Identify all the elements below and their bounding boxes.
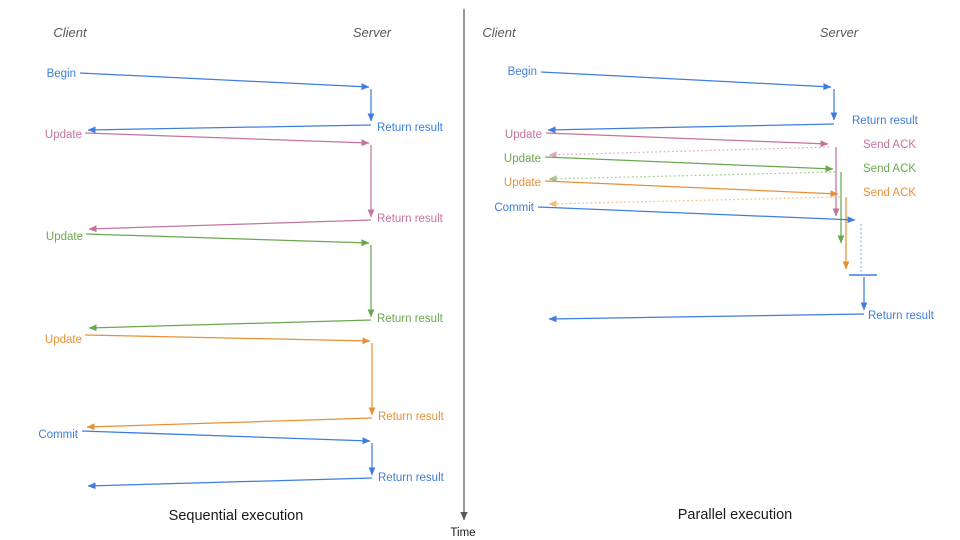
seq-update1-label: Update	[45, 129, 82, 141]
seq-commit-request-line	[81, 430, 371, 445]
parallel-caption: Parallel execution	[678, 507, 792, 523]
par-begin-label: Begin	[508, 66, 537, 78]
seq-update1-return-line	[88, 219, 372, 233]
par-update3-label: Update	[504, 177, 541, 189]
par-begin-return-label: Return result	[852, 115, 919, 127]
seq-begin-label: Begin	[47, 68, 76, 80]
seq-client-header: Client	[53, 25, 88, 40]
par-commit-label: Commit	[494, 202, 534, 214]
par-update2-ack-label: Send ACK	[863, 163, 916, 175]
seq-update2-return-label: Return result	[377, 313, 444, 325]
seq-begin-return-label: Return result	[377, 122, 444, 134]
seq-server-header: Server	[353, 25, 392, 40]
par-begin-return-line	[547, 123, 835, 134]
seq-commit-label: Commit	[38, 429, 78, 441]
seq-begin-return-line	[87, 124, 372, 134]
par-update2-request-line	[544, 156, 834, 173]
par-update2-label: Update	[504, 153, 541, 165]
seq-update3-return-line	[86, 417, 373, 431]
time-axis-label: Time	[450, 527, 475, 539]
seq-begin-request-line	[79, 72, 370, 91]
seq-update3-request-line	[84, 334, 371, 345]
seq-update3-label: Update	[45, 334, 82, 346]
par-update3-ack-line	[548, 196, 841, 208]
par-commit-request-line	[537, 206, 856, 224]
seq-update2-return-line	[88, 319, 372, 332]
par-update1-ack-line	[548, 146, 830, 159]
par-server-header: Server	[820, 25, 859, 40]
par-begin-request-line	[540, 71, 832, 91]
sequential-caption: Sequential execution	[169, 508, 304, 524]
par-commit-return-label: Return result	[868, 310, 935, 322]
par-update1-ack-label: Send ACK	[863, 139, 916, 151]
seq-commit-return-label: Return result	[378, 472, 445, 484]
par-update3-request-line	[544, 180, 839, 198]
seq-update2-label: Update	[46, 231, 83, 243]
par-client-header: Client	[482, 25, 517, 40]
sequential-panel: Client Server Begin Return result Update…	[38, 25, 444, 524]
par-update3-ack-label: Send ACK	[863, 187, 916, 199]
seq-update1-request-line	[84, 132, 370, 147]
par-update2-ack-line	[548, 171, 836, 183]
seq-update3-return-label: Return result	[378, 411, 445, 423]
par-update1-request-line	[545, 132, 829, 148]
seq-commit-return-line	[87, 477, 373, 490]
par-update1-label: Update	[505, 129, 542, 141]
par-commit-return-line	[548, 313, 865, 323]
seq-update1-return-label: Return result	[377, 213, 444, 225]
parallel-panel: Client Server Begin Return result Update…	[482, 25, 934, 523]
time-axis: Time	[450, 9, 476, 539]
seq-update2-request-line	[85, 233, 370, 247]
